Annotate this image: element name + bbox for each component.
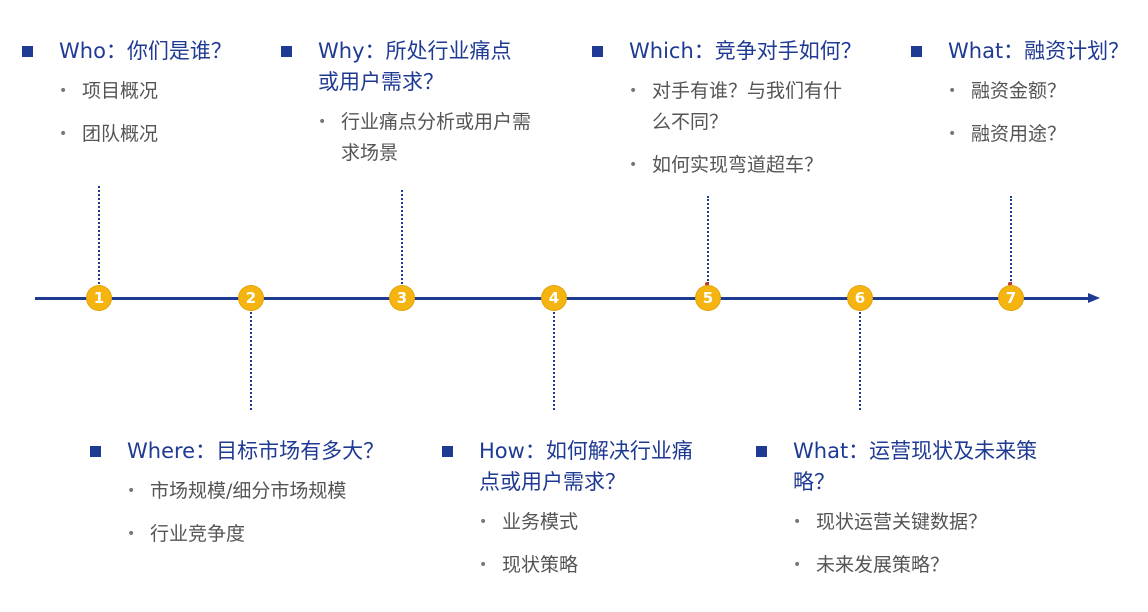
list-item: 市场规模/细分市场规模 [127,476,384,507]
list-item: 融资用途？ [948,119,1129,150]
list-item: 团队概况 [59,119,232,150]
block-why: Why：所处行业痛点或用户需求？ 行业痛点分析或用户需求场景 [281,36,531,181]
list-item: 项目概况 [59,76,232,107]
block-what-operations: What：运营现状及未来策略？ 现状运营关键数据？ 未来发展策略？ [756,436,1046,593]
square-bullet-icon [442,446,453,457]
block-heading: What：融资计划？ [911,36,1129,67]
step-marker-2: 2 [239,286,263,310]
list-item: 业务模式 [479,507,702,538]
connector-5 [707,196,709,284]
list-item: 现状策略 [479,550,702,581]
connector-1 [98,186,100,284]
square-bullet-icon [911,46,922,57]
list-item: 行业竞争度 [127,519,384,550]
list-item: 未来发展策略？ [793,550,1046,581]
square-bullet-icon [90,446,101,457]
list-item: 融资金额？ [948,76,1129,107]
square-bullet-icon [22,46,33,57]
block-heading: Which：竞争对手如何？ [592,36,862,67]
list-item: 行业痛点分析或用户需求场景 [318,107,541,169]
block-heading: How：如何解决行业痛点或用户需求？ [442,436,702,498]
block-heading: Where：目标市场有多大？ [90,436,384,467]
square-bullet-icon [756,446,767,457]
block-what-funding: What：融资计划？ 融资金额？ 融资用途？ [911,36,1129,162]
step-marker-6: 6 [848,286,872,310]
step-marker-1: 1 [87,286,111,310]
block-heading: What：运营现状及未来策略？ [756,436,1046,498]
block-heading: Who：你们是谁？ [22,36,232,67]
step-marker-4: 4 [542,286,566,310]
connector-4 [553,312,555,410]
connector-end-dot [1008,282,1012,286]
step-marker-5: 5 [696,286,720,310]
square-bullet-icon [281,46,292,57]
list-item: 如何实现弯道超车？ [629,150,862,181]
block-how: How：如何解决行业痛点或用户需求？ 业务模式 现状策略 [442,436,702,593]
block-heading: Why：所处行业痛点或用户需求？ [281,36,531,98]
connector-7 [1010,196,1012,284]
connector-2 [250,312,252,410]
block-who: Who：你们是谁？ 项目概况 团队概况 [22,36,232,162]
list-item: 对手有谁？与我们有什么不同？ [629,76,852,138]
connector-6 [859,312,861,410]
step-marker-7: 7 [999,286,1023,310]
connector-end-dot [705,282,709,286]
square-bullet-icon [592,46,603,57]
list-item: 现状运营关键数据？ [793,507,1046,538]
connector-3 [401,190,403,284]
block-where: Where：目标市场有多大？ 市场规模/细分市场规模 行业竞争度 [90,436,384,562]
step-marker-3: 3 [390,286,414,310]
arrow-head-icon [1088,293,1100,303]
block-which: Which：竞争对手如何？ 对手有谁？与我们有什么不同？ 如何实现弯道超车？ [592,36,862,193]
